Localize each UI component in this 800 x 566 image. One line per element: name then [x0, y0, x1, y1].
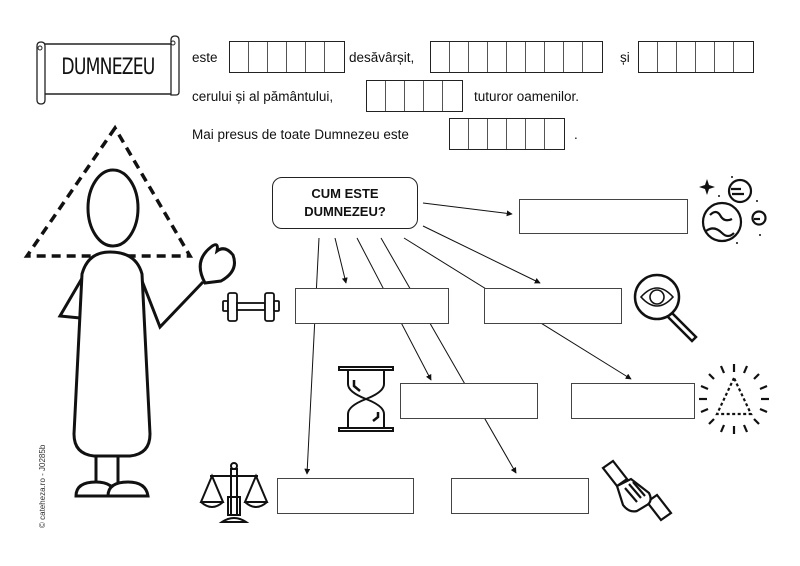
letter-cell[interactable] — [450, 42, 469, 72]
letter-cell[interactable] — [386, 81, 405, 111]
letter-cell[interactable] — [658, 42, 677, 72]
radiant-triangle-icon — [699, 364, 769, 434]
question-bubble: CUM ESTE DUMNEZEU? — [272, 177, 418, 229]
letter-cell[interactable] — [507, 119, 526, 149]
scroll-frame — [36, 35, 180, 105]
sentence2-part2: tuturor oamenilor. — [474, 89, 580, 104]
letter-cell[interactable] — [469, 119, 488, 149]
letter-cell[interactable] — [287, 42, 306, 72]
sentence3-part1: Mai presus de toate Dumnezeu este — [192, 127, 409, 142]
trinity-triangle-icon — [23, 124, 194, 258]
blank-3[interactable] — [638, 41, 754, 73]
letter-cell[interactable] — [268, 42, 287, 72]
letter-cell[interactable] — [431, 42, 450, 72]
answer-box-eternal[interactable] — [400, 383, 538, 419]
letter-cell[interactable] — [696, 42, 715, 72]
magnifier-eye-icon — [633, 273, 698, 343]
letter-cell[interactable] — [249, 42, 268, 72]
sentence3-period: . — [574, 127, 578, 142]
blank-2[interactable] — [430, 41, 603, 73]
answer-box-almighty[interactable] — [295, 288, 449, 324]
answer-box-just[interactable] — [277, 478, 414, 514]
blank-5[interactable] — [449, 118, 565, 150]
handshake-icon — [601, 459, 673, 522]
letter-cell[interactable] — [367, 81, 386, 111]
arrow-to-creator — [422, 202, 513, 217]
figure-illustration — [23, 124, 236, 498]
letter-cell[interactable] — [639, 42, 658, 72]
letter-cell[interactable] — [450, 119, 469, 149]
letter-cell[interactable] — [424, 81, 443, 111]
sentence1-word-este: este — [192, 50, 218, 65]
arrow-to-all-seeing — [422, 225, 541, 284]
letter-cell[interactable] — [230, 42, 249, 72]
title-scroll: DUMNEZEU — [34, 35, 180, 105]
person-figure — [57, 168, 236, 498]
blank-1[interactable] — [229, 41, 345, 73]
dumbbell-icon — [222, 292, 280, 322]
letter-cell[interactable] — [677, 42, 696, 72]
sentence1-word-si: și — [620, 50, 630, 65]
letter-cell[interactable] — [526, 42, 545, 72]
arrow-to-almighty — [334, 237, 348, 284]
arrow-to-just — [304, 237, 320, 475]
letter-cell[interactable] — [526, 119, 545, 149]
sentence2-part1: cerului și al pământului, — [192, 89, 334, 104]
letter-cell[interactable] — [306, 42, 325, 72]
letter-cell[interactable] — [564, 42, 583, 72]
title-label: DUMNEZEU — [61, 55, 155, 80]
planets-icon — [699, 176, 767, 244]
answer-box-all-seeing[interactable] — [484, 288, 622, 324]
question-line2: DUMNEZEU? — [304, 204, 386, 219]
letter-cell[interactable] — [405, 81, 424, 111]
scales-icon — [199, 462, 269, 523]
answer-box-creator[interactable] — [519, 199, 688, 234]
answer-box-helper[interactable] — [451, 478, 589, 514]
sentence1-word-desavarsit: desăvârșit, — [349, 50, 415, 65]
letter-cell[interactable] — [545, 42, 564, 72]
letter-cell[interactable] — [488, 119, 507, 149]
blank-4[interactable] — [366, 80, 463, 112]
letter-cell[interactable] — [488, 42, 507, 72]
hourglass-icon — [338, 366, 394, 432]
answer-box-trinity[interactable] — [571, 383, 695, 419]
letter-cell[interactable] — [469, 42, 488, 72]
letter-cell[interactable] — [507, 42, 526, 72]
arrow-to-helper — [380, 237, 517, 474]
question-line1: CUM ESTE — [311, 186, 379, 201]
letter-cell[interactable] — [715, 42, 734, 72]
